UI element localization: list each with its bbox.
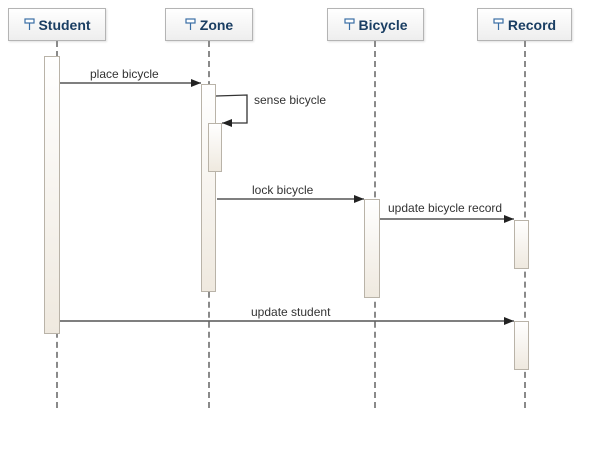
message-label-sense-bicycle[interactable]: sense bicycle — [254, 93, 327, 107]
participant-zone[interactable]: Zone — [165, 8, 253, 41]
participant-record[interactable]: Record — [477, 8, 572, 41]
participant-pin-icon — [493, 18, 505, 32]
activation-bicycle[interactable] — [364, 199, 380, 298]
activation-record-2[interactable] — [514, 321, 529, 370]
message-label-lock-bicycle[interactable]: lock bicycle — [252, 183, 314, 197]
message-label-place-bicycle[interactable]: place bicycle — [90, 67, 159, 81]
activation-record-1[interactable] — [514, 220, 529, 269]
participant-label: Student — [38, 16, 91, 33]
activation-zone-self[interactable] — [208, 123, 222, 172]
activation-student[interactable] — [44, 56, 60, 334]
participant-label: Bicycle — [358, 16, 408, 33]
message-label-update-student[interactable]: update student — [251, 305, 331, 319]
participant-label: Zone — [199, 16, 234, 33]
participant-student[interactable]: Student — [8, 8, 106, 41]
message-label-update-bicycle-record[interactable]: update bicycle record — [388, 201, 503, 215]
participant-pin-icon — [185, 18, 197, 32]
participant-bicycle[interactable]: Bicycle — [327, 8, 424, 41]
participant-label: Record — [507, 16, 557, 33]
message-arrow-sense-bicycle[interactable] — [215, 94, 248, 127]
participant-pin-icon — [343, 18, 355, 32]
participant-pin-icon — [23, 18, 35, 32]
